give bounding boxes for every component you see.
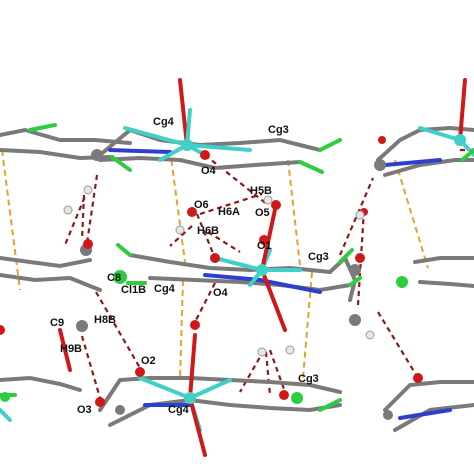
chlorine-atoms: [0, 270, 408, 404]
metal-ligand-bonds: [0, 126, 474, 432]
label-o3: O3: [77, 404, 92, 416]
nitrogen-bonds: [108, 148, 452, 420]
atom-labels: Cg4 Cg3 O4 H5B O6 H6A O5 H6B O1 Cg3 C8 C…: [50, 116, 329, 416]
chlorine-sticks: [0, 123, 474, 412]
metal-atoms: [181, 134, 466, 404]
label-cg4-bot: Cg4: [168, 404, 190, 416]
label-o4-mid: O4: [213, 287, 229, 299]
label-c8: C8: [107, 272, 121, 284]
label-cg4-mid: Cg4: [154, 283, 176, 295]
pi-stacking-contacts: [1, 149, 429, 381]
label-cg3-mid: Cg3: [308, 251, 329, 263]
label-h9b: H9B: [60, 343, 82, 355]
oxygen-atoms: [0, 136, 423, 407]
label-h5b: H5B: [250, 185, 272, 197]
label-c9: C9: [50, 317, 64, 329]
label-o2: O2: [141, 355, 156, 367]
molecular-framework: [0, 125, 474, 432]
label-cg3-bot: Cg3: [298, 373, 319, 385]
label-o1: O1: [257, 240, 272, 252]
label-o5: O5: [255, 207, 270, 219]
label-h6a: H6A: [218, 206, 240, 218]
label-cl1b: Cl1B: [121, 284, 146, 296]
label-cg3-top: Cg3: [268, 124, 289, 136]
label-o6: O6: [194, 199, 209, 211]
label-h6b: H6B: [197, 225, 219, 237]
hydrogen-atoms: [63, 185, 375, 357]
label-o4-top: O4: [201, 165, 217, 177]
label-cg4-top: Cg4: [153, 116, 175, 128]
label-h8b: H8B: [94, 314, 116, 326]
